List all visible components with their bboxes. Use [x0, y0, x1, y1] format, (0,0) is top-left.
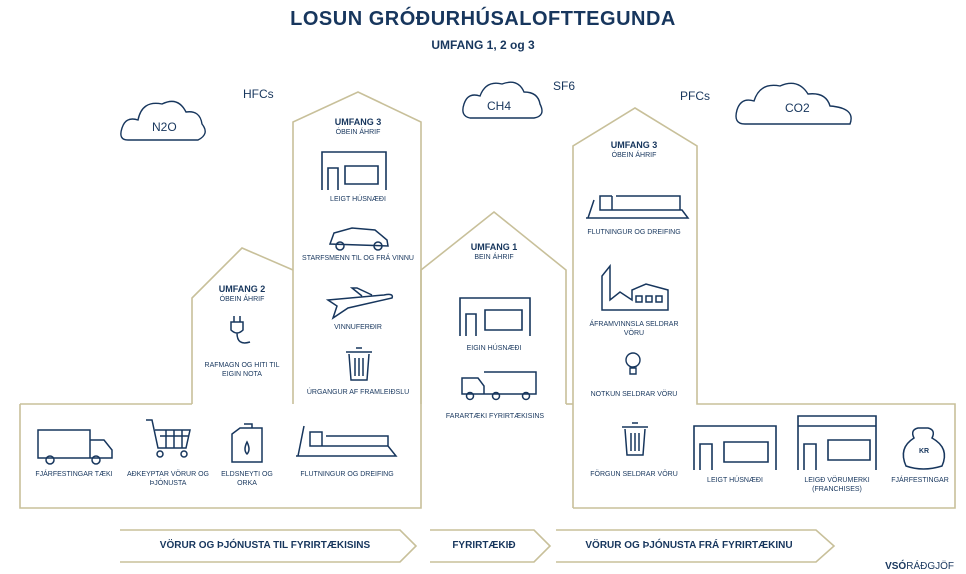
- plug-icon: [230, 316, 251, 344]
- bottom-left-item-4: FLUTNINGUR OG DREIFING: [300, 471, 394, 478]
- car-icon: [328, 227, 389, 251]
- brand-light: RÁÐGJÖF: [906, 561, 954, 572]
- flow-arrows: [120, 529, 836, 563]
- scope3-up-item-3: VINNUFERÐIR: [334, 324, 382, 331]
- gas-ch4-label: CH4: [487, 99, 512, 113]
- frame-outline: [19, 91, 956, 509]
- disposal-trash-icon: [622, 422, 648, 456]
- trash-can-icon: [346, 347, 372, 381]
- flow-upstream-label: VÖRUR OG ÞJÓNUSTA TIL FYRIRTÆKISINS: [159, 540, 371, 551]
- page-title: LOSUN GRÓÐURHÚSALOFTTEGUNDA: [290, 8, 676, 30]
- money-bag-label: KR: [918, 448, 930, 455]
- scope3-down-item-2: ÁFRAMVINNSLA SELDRAR VÖRU: [589, 321, 679, 337]
- building-icon: [321, 151, 387, 190]
- cloud-n2o-icon: [120, 100, 206, 141]
- bottom-left-item-3: ELDSNEYTI OG ORKA: [221, 471, 273, 487]
- bottom-right-item-3: LEIGÐ VÖRUMERKI (FRANCHISES): [804, 477, 870, 493]
- fuel-can-icon: [231, 423, 263, 463]
- scope3-down-subtitle: ÓBEIN ÁHRIF: [611, 152, 657, 159]
- gas-pfcs-label: PFCs: [680, 89, 710, 103]
- shopping-cart-icon: [146, 419, 191, 458]
- bottom-right-item-1: FÖRGUN SELDRAR VÖRU: [590, 471, 678, 478]
- factory-icon: [601, 263, 669, 311]
- scope2-title: UMFANG 2: [218, 284, 266, 294]
- scope3-up-item-1: LEIGT HÚSNÆÐI: [330, 196, 386, 203]
- scope3-down-item-1: FLUTNINGUR OG DREIFING: [587, 229, 681, 236]
- bottom-right-item-4: FJÁRFESTINGAR: [891, 477, 949, 484]
- gas-n2o-label: N2O: [152, 120, 177, 134]
- cloud-ch4-icon: [462, 81, 543, 119]
- scope2-subtitle: ÓBEIN ÁHRIF: [219, 296, 265, 303]
- leased-building-icon: [693, 425, 777, 470]
- scope2-item-label: RAFMAGN OG HITI TIL EIGIN NOTA: [204, 362, 280, 378]
- scope3-up-item-2: STARFSMENN TIL OG FRÁ VINNU: [302, 255, 414, 262]
- scope1-title: UMFANG 1: [470, 242, 518, 252]
- scope3-up-item-4: ÚRGANGUR AF FRAMLEIÐSLU: [306, 389, 410, 396]
- own-building-icon: [459, 297, 531, 336]
- scope3-down-item-3: NOTKUN SELDRAR VÖRU: [590, 391, 678, 398]
- brand-logo: VSÓRÁÐGJÖF: [885, 561, 954, 572]
- scope3-up-title: UMFANG 3: [334, 117, 382, 127]
- cloud-co2-icon: [735, 82, 852, 125]
- brand-bold: VSÓ: [885, 561, 907, 572]
- scope1-item-1: EIGIN HÚSNÆÐI: [466, 345, 522, 352]
- bottom-left-item-1: FJÁRFESTINGAR TÆKI: [35, 471, 113, 478]
- ship-icon: [586, 195, 690, 219]
- gas-hfcs-label: HFCs: [243, 87, 274, 101]
- bottom-left-item-2: AÐKEYPTAR VÖRUR OG ÞJÓNUSTA: [127, 471, 209, 487]
- scope3-up-subtitle: ÓBEIN ÁHRIF: [335, 129, 381, 136]
- cargo-ship-icon: [296, 425, 398, 457]
- lightbulb-icon: [625, 352, 641, 375]
- scope3-down-title: UMFANG 3: [610, 140, 658, 150]
- truck-icon: [461, 371, 537, 401]
- bottom-right-item-2: LEIGT HÚSNÆÐI: [707, 477, 763, 484]
- scope1-item-2: FARARTÆKI FYRIRTÆKISINS: [445, 413, 545, 420]
- flow-downstream-label: VÖRUR OG ÞJÓNUSTA FRÁ FYRIRTÆKINU: [585, 540, 793, 551]
- airplane-icon: [325, 287, 394, 320]
- flow-company-label: FYRIRTÆKIÐ: [452, 540, 516, 551]
- franchise-building-icon: [797, 415, 877, 470]
- gas-co2-label: CO2: [785, 101, 810, 115]
- scope1-subtitle: BEIN ÁHRIF: [474, 254, 514, 261]
- money-bag-icon: [902, 427, 946, 470]
- equipment-truck-icon: [37, 429, 113, 465]
- page-subtitle: UMFANG 1, 2 og 3: [431, 38, 535, 52]
- gas-sf6-label: SF6: [553, 79, 576, 93]
